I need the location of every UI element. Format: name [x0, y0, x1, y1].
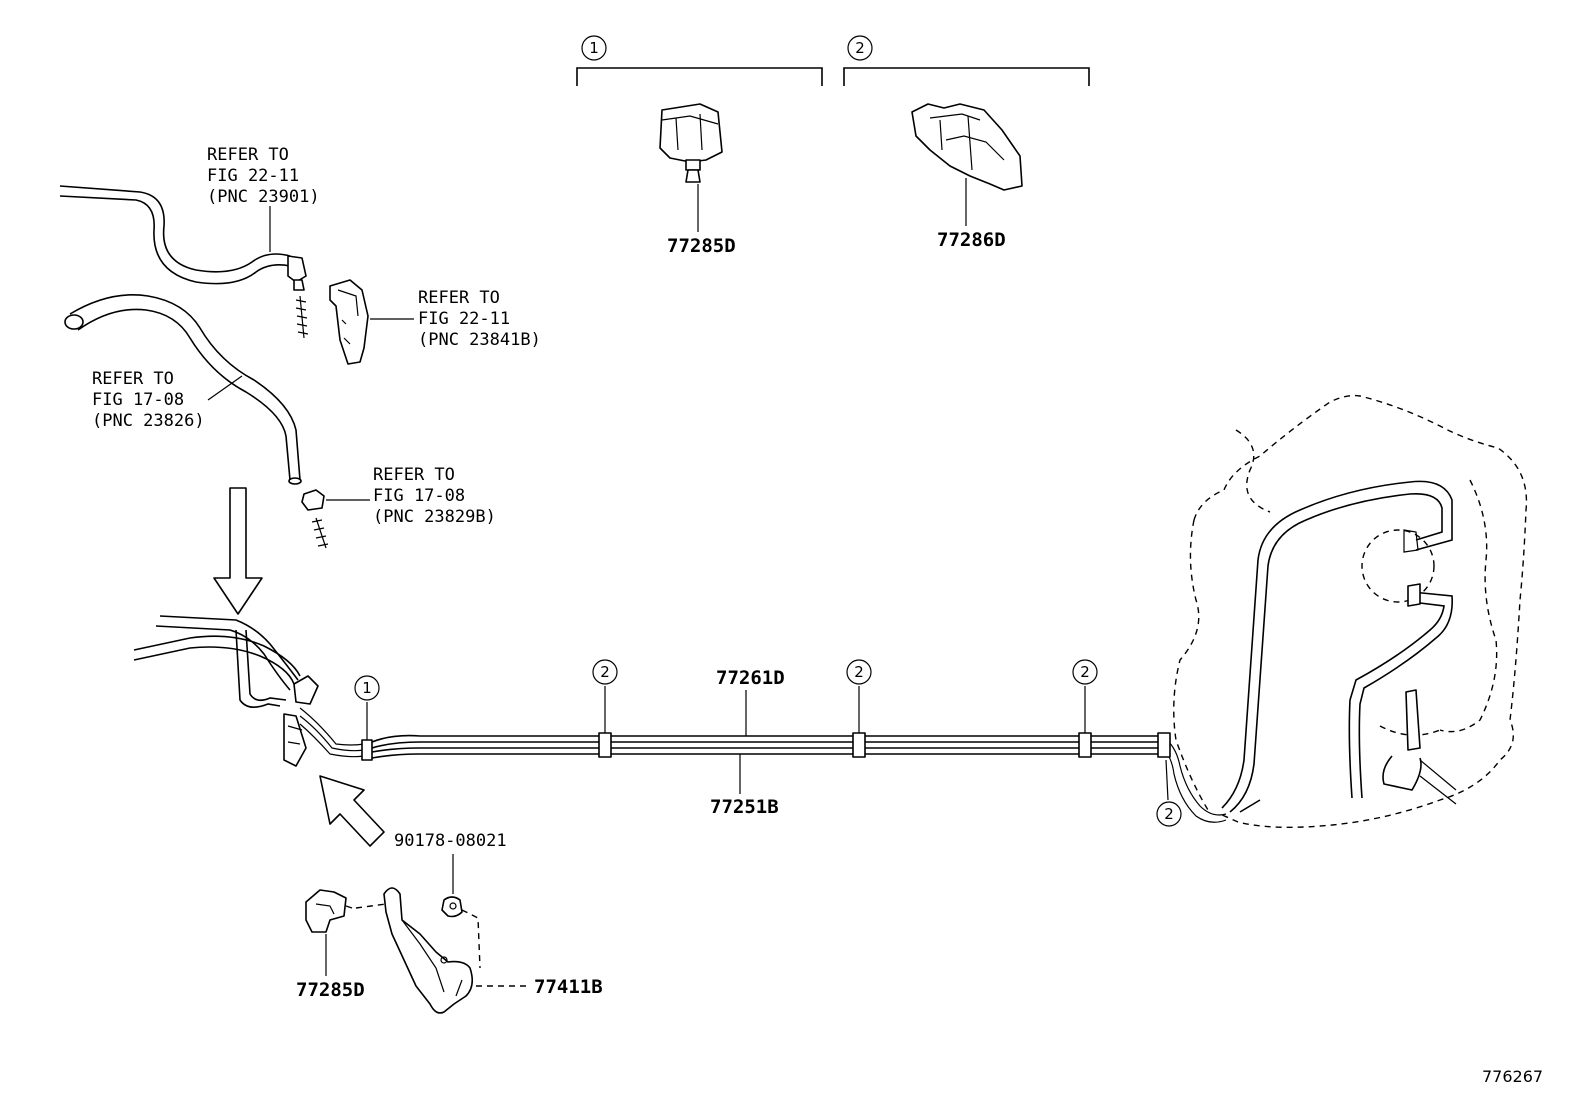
- tank-internal-tubes: [1221, 480, 1457, 813]
- svg-text:FIG 22-11: FIG 22-11: [418, 309, 510, 329]
- svg-text:REFER TO: REFER TO: [92, 369, 174, 389]
- refer-label-23826: REFER TO FIG 17-08 (PNC 23826): [92, 369, 205, 431]
- svg-text:77251B: 77251B: [710, 796, 779, 818]
- valve-23829B: [301, 489, 370, 549]
- callout-number: 1: [589, 39, 599, 57]
- up-left-arrow-icon: [319, 775, 385, 847]
- svg-text:1: 1: [362, 679, 372, 697]
- clamp-guide-line: [355, 903, 387, 909]
- clamp-marker-1: 1: [354, 675, 380, 761]
- down-arrow-icon: [213, 487, 263, 615]
- upper-hose-23901: [59, 185, 309, 339]
- part-number-77285D: 77285D: [667, 235, 736, 257]
- part-number-77286D: 77286D: [937, 229, 1006, 251]
- clip-77286D-illustration: [911, 103, 1023, 191]
- svg-text:77261D: 77261D: [716, 667, 785, 689]
- figure-id: 776267: [1482, 1067, 1543, 1086]
- clamp-marker-2a: 2: [592, 659, 618, 758]
- svg-text:2: 2: [1080, 663, 1090, 681]
- refer-label-23841B: REFER TO FIG 22-11 (PNC 23841B): [418, 288, 541, 350]
- clamp-marker-2c: 2: [1072, 659, 1098, 758]
- bracket-77411B: 77411B: [383, 887, 603, 1014]
- svg-text:(PNC 23829B): (PNC 23829B): [373, 507, 496, 527]
- filler-hose-23826: [64, 294, 302, 485]
- tube-label-77261D: 77261D: [716, 667, 785, 736]
- guide-cover-23841B: [329, 279, 414, 365]
- clamp-77285D-bottom: 77285D: [296, 889, 365, 1001]
- svg-text:REFER TO: REFER TO: [418, 288, 500, 308]
- svg-text:FIG 17-08: FIG 17-08: [373, 486, 465, 506]
- svg-text:2: 2: [854, 663, 864, 681]
- main-fuel-tubes: [299, 707, 1227, 823]
- svg-text:90178-08021: 90178-08021: [394, 831, 507, 851]
- clip-77285D-illustration: [659, 103, 723, 183]
- refer-label-23829B: REFER TO FIG 17-08 (PNC 23829B): [373, 465, 496, 527]
- clamp-marker-2d: 2: [1156, 732, 1182, 827]
- clamp-marker-2b: 2: [846, 659, 872, 758]
- svg-text:(PNC 23901): (PNC 23901): [207, 187, 320, 207]
- svg-text:77285D: 77285D: [296, 979, 365, 1001]
- callout-group-2: 2 77286D: [843, 35, 1090, 251]
- callout-group-1: 1 77285D: [576, 35, 823, 257]
- fuel-tank-outline: [1173, 394, 1528, 829]
- svg-text:FIG 22-11: FIG 22-11: [207, 166, 299, 186]
- svg-text:(PNC 23826): (PNC 23826): [92, 411, 205, 431]
- svg-text:(PNC 23841B): (PNC 23841B): [418, 330, 541, 350]
- refer-label-23901: REFER TO FIG 22-11 (PNC 23901): [207, 145, 320, 207]
- svg-text:77411B: 77411B: [534, 976, 603, 998]
- svg-text:2: 2: [1164, 805, 1174, 823]
- svg-text:2: 2: [600, 663, 610, 681]
- svg-text:FIG 17-08: FIG 17-08: [92, 390, 184, 410]
- tube-label-77251B: 77251B: [710, 754, 779, 818]
- callout-number: 2: [855, 39, 865, 57]
- bolt-90178-08021: 90178-08021: [394, 831, 507, 969]
- svg-text:REFER TO: REFER TO: [207, 145, 289, 165]
- left-tube-assembly: [133, 615, 319, 767]
- svg-text:REFER TO: REFER TO: [373, 465, 455, 485]
